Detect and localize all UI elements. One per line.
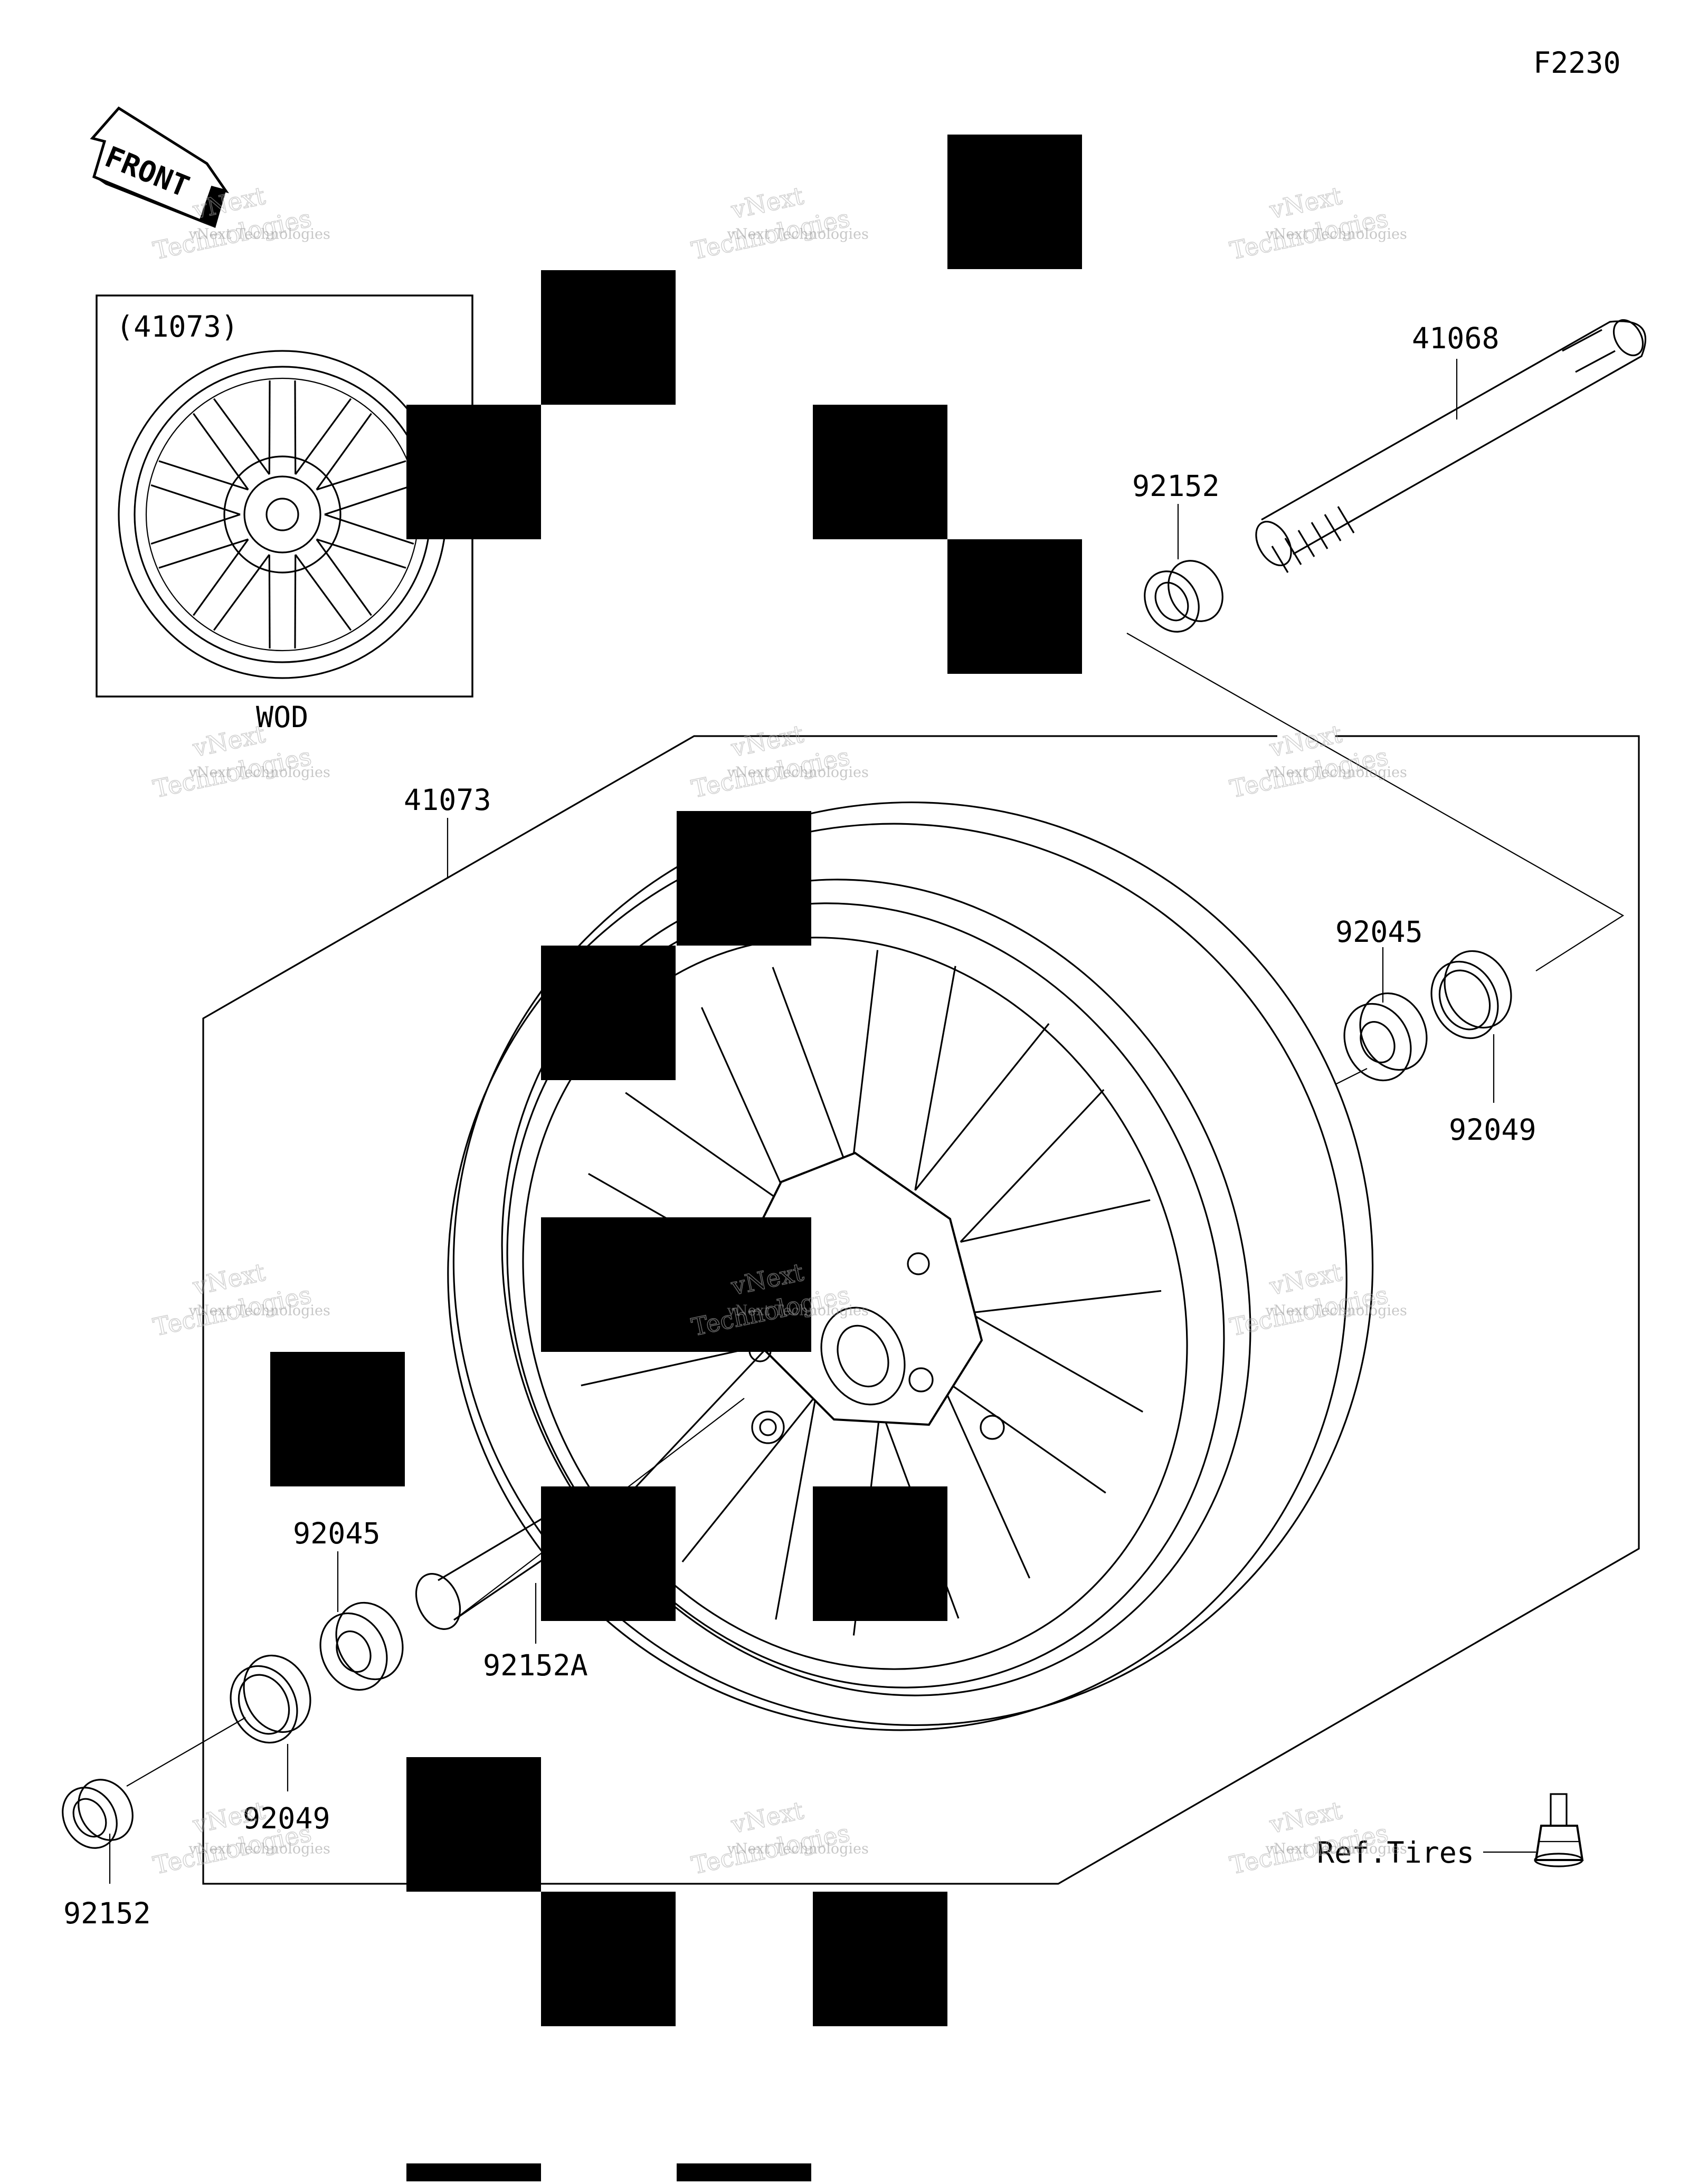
part-label-92152-bottom: 92152 [63,1896,151,1930]
front-arrow-icon: FRONT [90,106,229,228]
svg-text:vNext Technologies: vNext Technologies [1265,1303,1407,1319]
inset-box: (41073) WOD [96,294,473,734]
seal-left-icon [230,1654,311,1744]
svg-text:vNext Technologies: vNext Technologies [1265,765,1407,781]
part-label-41068: 41068 [1412,321,1500,355]
part-label-41073: 41073 [404,783,491,817]
svg-text:vNext Technologies: vNext Technologies [727,1841,869,1857]
inset-label: (41073) [116,310,239,344]
spacer-top-icon [1144,560,1223,633]
part-label-92049-left: 92049 [243,1801,330,1835]
svg-text:vNext Technologies: vNext Technologies [1265,226,1407,243]
part-label-92045-right: 92045 [1335,915,1423,949]
valve-icon [1534,1793,1584,1867]
figure-code: F2230 [1533,46,1621,80]
part-label-92049-right: 92049 [1449,1113,1536,1147]
assembly-outline [202,735,1640,1885]
part-label-92152-top: 92152 [1132,469,1220,503]
svg-text:vNext Technologies: vNext Technologies [727,226,869,243]
bearing-right-icon [1343,992,1428,1082]
inset-caption: WOD [256,700,308,734]
seal-right-icon [1430,950,1512,1039]
spacer-bottom-icon [62,1779,134,1849]
svg-text:vNext Technologies: vNext Technologies [1265,1841,1407,1857]
svg-text:vNext Technologies: vNext Technologies [727,765,869,781]
svg-text:vNext Technologies: vNext Technologies [188,765,330,781]
part-label-92045-left: 92045 [293,1517,381,1550]
bearing-left-icon [319,1601,404,1691]
svg-text:vNext Technologies: vNext Technologies [188,1303,330,1319]
part-label-92152a: 92152A [483,1648,588,1682]
redaction-blocks [270,135,1082,2181]
axle-part-icon [1255,319,1647,573]
svg-text:vNext Technologies: vNext Technologies [188,226,330,243]
svg-text:vNext Technologies: vNext Technologies [727,1303,869,1319]
ref-tires-label: Ref.Tires [1317,1836,1474,1870]
svg-text:vNext Technologies: vNext Technologies [188,1841,330,1857]
